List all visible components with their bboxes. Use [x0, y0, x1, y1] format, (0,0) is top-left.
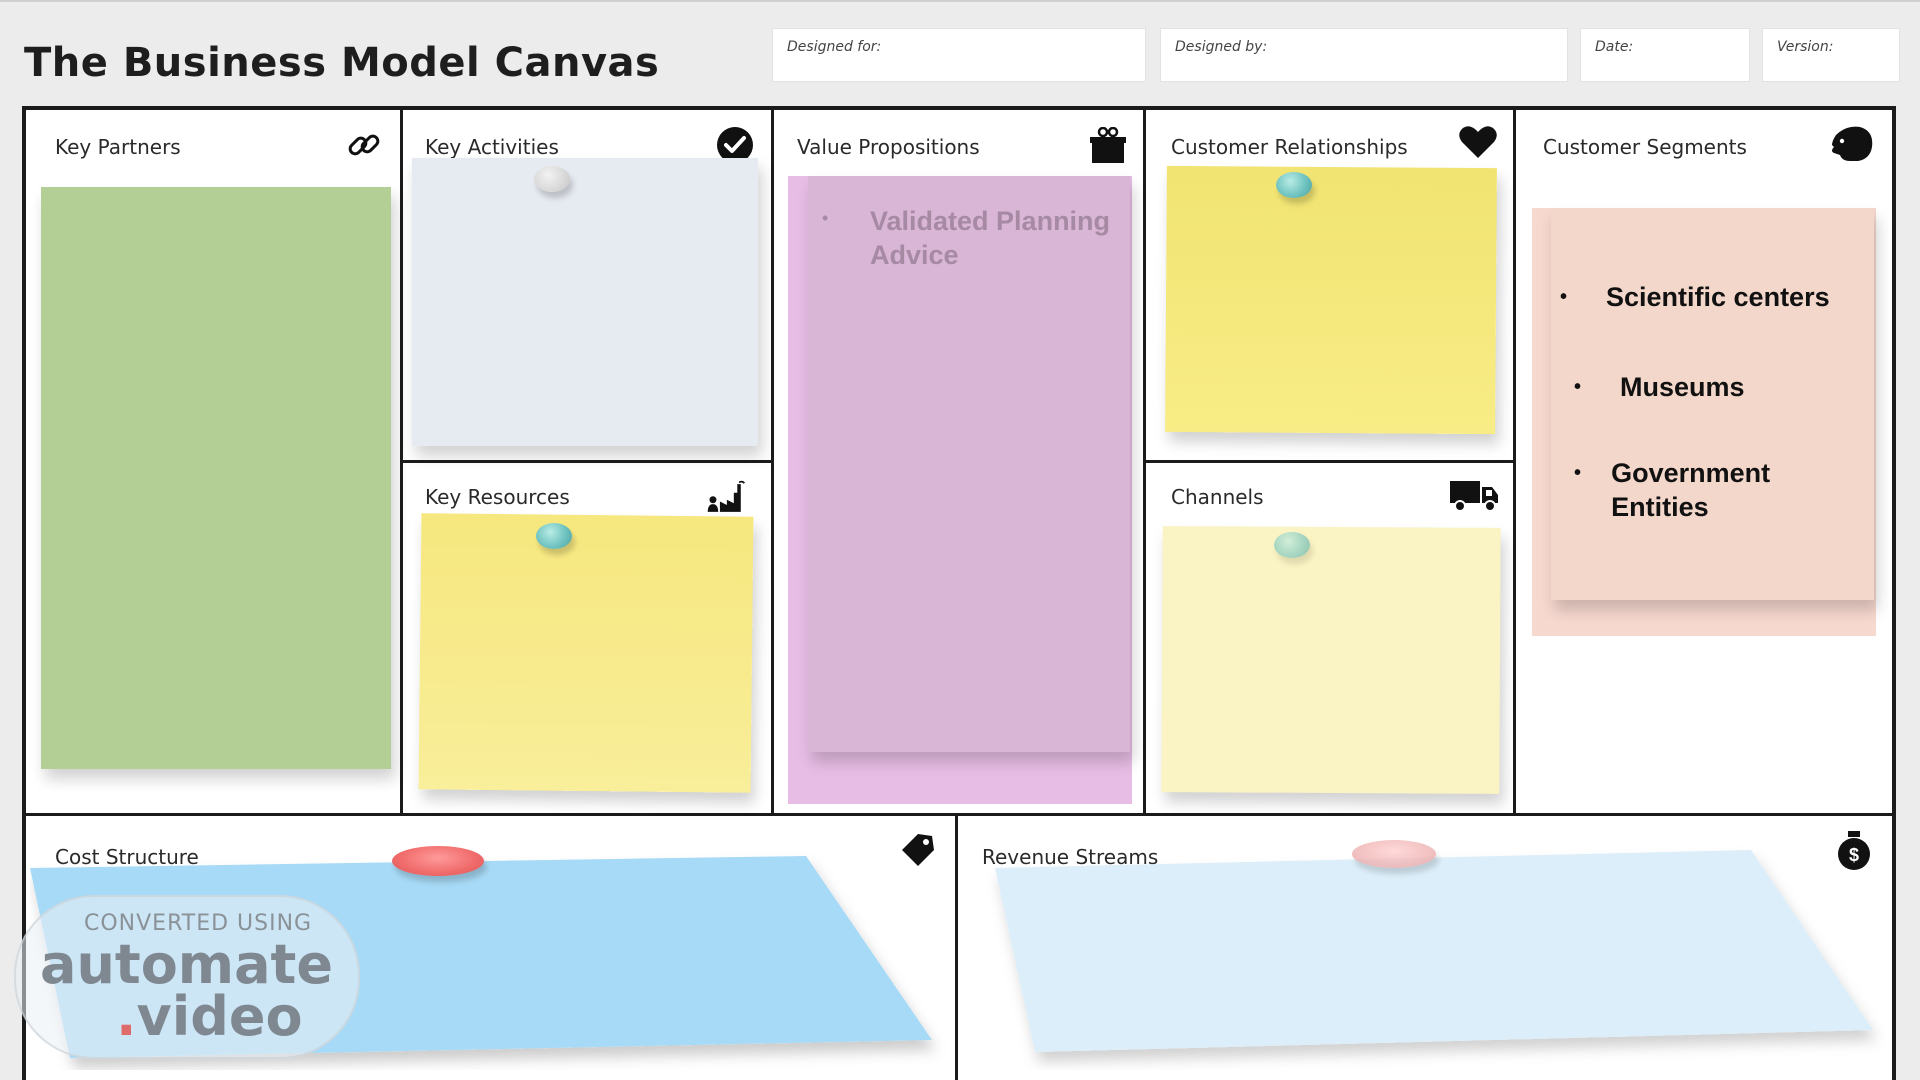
- customer-segment-item: • Government Entities: [1574, 458, 1771, 522]
- channels-sticky-note[interactable]: [1161, 526, 1501, 794]
- watermark-caption: CONVERTED USING: [84, 911, 313, 936]
- designed-for-field[interactable]: Designed for:: [772, 28, 1146, 82]
- divider-relationships-segments: [1513, 110, 1516, 816]
- watermark-badge: CONVERTED USING automate .video: [14, 895, 360, 1059]
- pushpin-icon: [534, 166, 570, 192]
- designed-for-label: Designed for:: [787, 39, 882, 55]
- pushpin-icon: [1274, 532, 1310, 558]
- key-resources-label: Key Resources: [425, 485, 570, 509]
- top-edge: [0, 0, 1920, 2]
- key-resources-sticky-note[interactable]: [418, 513, 754, 793]
- divider-partners-activities: [400, 110, 403, 816]
- date-label: Date:: [1595, 39, 1634, 55]
- pushpin-icon: [1352, 840, 1436, 868]
- key-partners-label: Key Partners: [55, 135, 181, 159]
- pushpin-icon: [1276, 172, 1312, 198]
- bullet: •: [1574, 462, 1582, 484]
- page-title: The Business Model Canvas: [24, 40, 660, 86]
- customer-segments-sticky-note[interactable]: [1551, 208, 1874, 600]
- designed-by-label: Designed by:: [1175, 39, 1268, 55]
- checkmark-icon: [715, 125, 755, 165]
- divider-top-bottom: [26, 813, 1892, 816]
- divider-relationships-channels: [1143, 460, 1516, 463]
- key-activities-label: Key Activities: [425, 135, 559, 159]
- bullet: •: [1574, 376, 1582, 398]
- truck-icon: [1450, 476, 1500, 516]
- divider-cost-revenue: [955, 816, 958, 1080]
- watermark-brand-suffix: .video: [116, 985, 303, 1048]
- key-partners-sticky-note[interactable]: [41, 187, 391, 769]
- customer-segment-item: • Museums: [1574, 372, 1745, 402]
- designed-by-field[interactable]: Designed by:: [1160, 28, 1568, 82]
- customer-relationships-label: Customer Relationships: [1171, 135, 1408, 159]
- svg-text:$: $: [1849, 845, 1859, 865]
- money-bag-icon: $: [1834, 830, 1874, 870]
- heart-icon: [1458, 122, 1498, 162]
- version-label: Version:: [1777, 39, 1834, 55]
- customer-segment-item: • Scientific centers: [1560, 282, 1830, 312]
- divider-activities-value: [771, 110, 774, 816]
- customer-segments-label: Customer Segments: [1543, 135, 1747, 159]
- bullet: •: [822, 208, 829, 228]
- value-proposition-item: Validated Planning Advice: [870, 206, 1111, 270]
- head-icon: [1828, 125, 1874, 165]
- bullet: •: [1560, 286, 1568, 308]
- customer-relationships-sticky-note[interactable]: [1165, 165, 1497, 435]
- value-propositions-label: Value Propositions: [797, 135, 980, 159]
- divider-value-relationships: [1143, 110, 1146, 816]
- factory-worker-icon: [706, 478, 746, 518]
- pushpin-icon: [536, 523, 572, 549]
- channels-label: Channels: [1171, 485, 1264, 509]
- watermark-brand: automate: [40, 933, 333, 996]
- cost-structure-label: Cost Structure: [55, 845, 199, 869]
- gift-icon: [1088, 126, 1128, 166]
- key-activities-sticky-note[interactable]: [412, 158, 758, 446]
- price-tag-icon: [898, 830, 938, 870]
- pushpin-icon: [392, 846, 484, 876]
- value-propositions-sticky-note[interactable]: • Validated Planning Advice: [808, 176, 1130, 752]
- link-icon: [344, 125, 384, 165]
- version-field[interactable]: Version:: [1762, 28, 1900, 82]
- date-field[interactable]: Date:: [1580, 28, 1750, 82]
- divider-activities-resources: [400, 460, 774, 463]
